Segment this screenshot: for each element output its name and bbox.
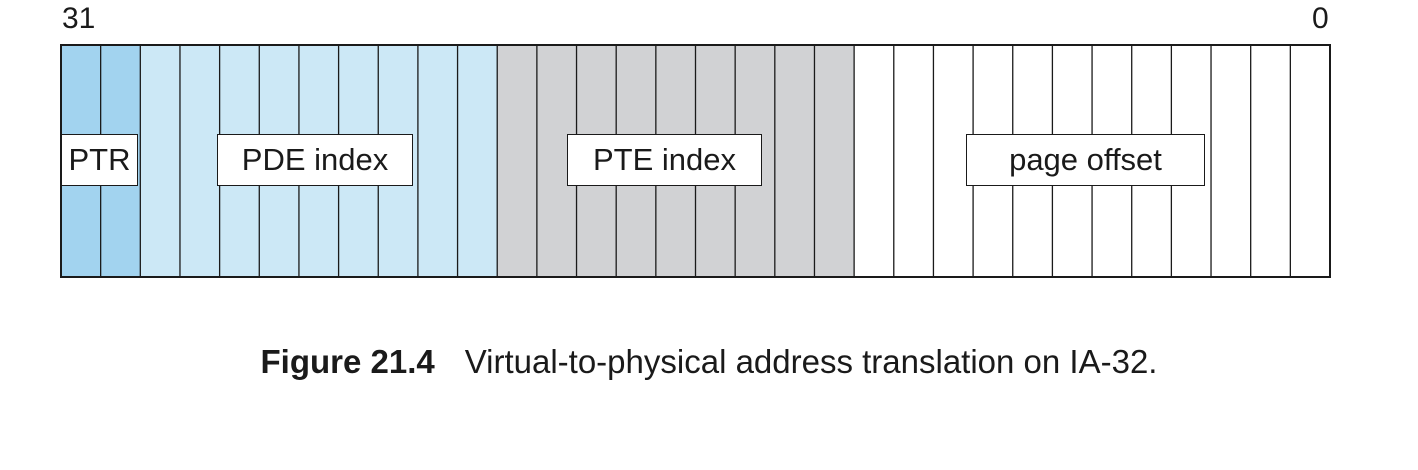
field-label-page-offset: page offset [966,134,1205,186]
field-label-pte-index: PTE index [567,134,762,186]
bit-number-low: 0 [1312,2,1329,35]
field-label-pde-index: PDE index [217,134,413,186]
bit-number-high: 31 [62,2,96,35]
field-label-ptr: PTR [61,134,138,186]
caption-text: Virtual-to-physical address translation … [464,343,1158,380]
caption-figure-number: Figure 21.4 [260,343,435,380]
figure-caption: Figure 21.4 Virtual-to-physical address t… [0,343,1418,381]
